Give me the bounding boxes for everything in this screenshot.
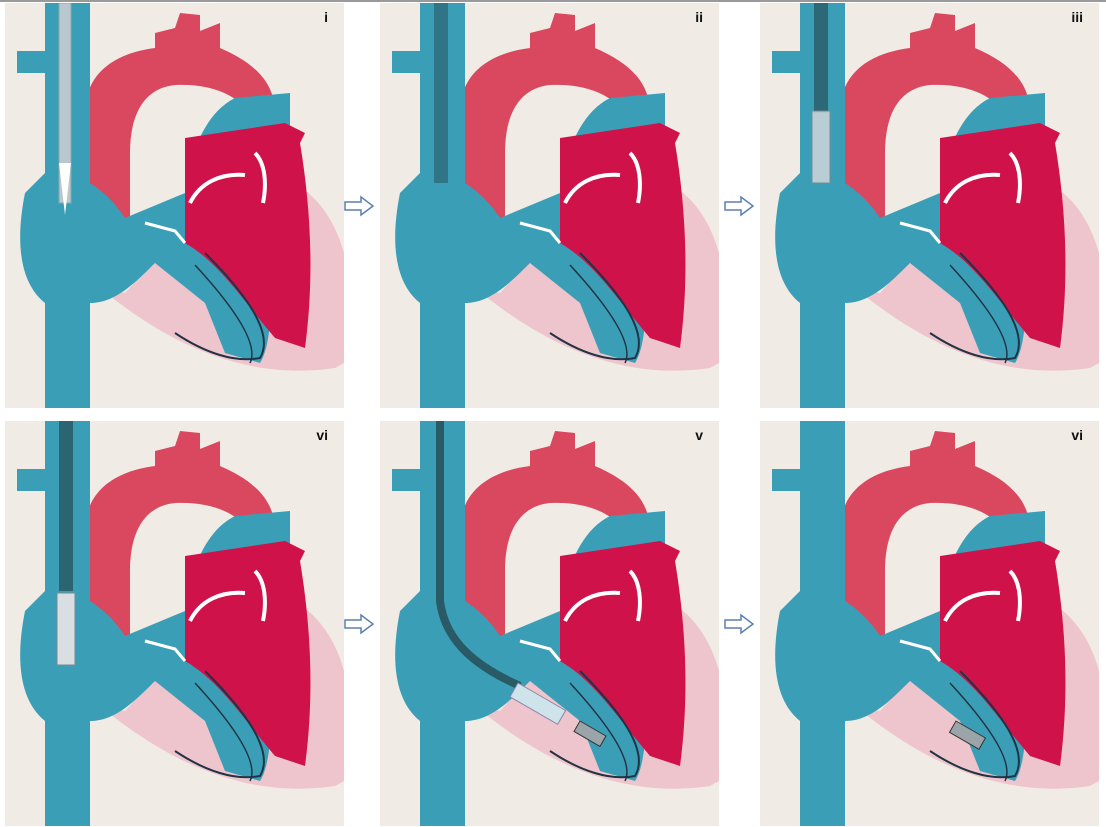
side-vessel — [392, 51, 422, 73]
side-vessel — [772, 51, 802, 73]
step-panel: v — [380, 421, 719, 826]
side-vessel — [772, 469, 802, 491]
step-label: vi — [1071, 427, 1083, 443]
step-label: v — [695, 427, 703, 443]
step-panel: vi — [5, 421, 344, 826]
hollow-right-arrow-icon — [724, 195, 754, 217]
side-vessel — [392, 469, 422, 491]
hollow-right-arrow-icon — [344, 613, 374, 635]
delivery-catheter — [59, 421, 73, 591]
step-panel: vi — [760, 421, 1099, 826]
hollow-right-arrow-icon — [344, 195, 374, 217]
side-vessel — [17, 469, 47, 491]
step-label: i — [324, 9, 328, 25]
step-label: iii — [1071, 9, 1083, 25]
hollow-right-arrow-icon — [724, 613, 754, 635]
step-panel: iii — [760, 3, 1099, 408]
step-panel: ii — [380, 3, 719, 408]
step-panel: i — [5, 3, 344, 408]
side-vessel — [17, 51, 47, 73]
delivery-catheter — [814, 3, 828, 113]
top-border — [0, 0, 1106, 2]
delivery-catheter — [434, 3, 448, 183]
pacemaker-device — [57, 593, 75, 665]
step-label: vi — [316, 427, 328, 443]
pacemaker-device — [812, 111, 830, 183]
step-label: ii — [695, 9, 703, 25]
